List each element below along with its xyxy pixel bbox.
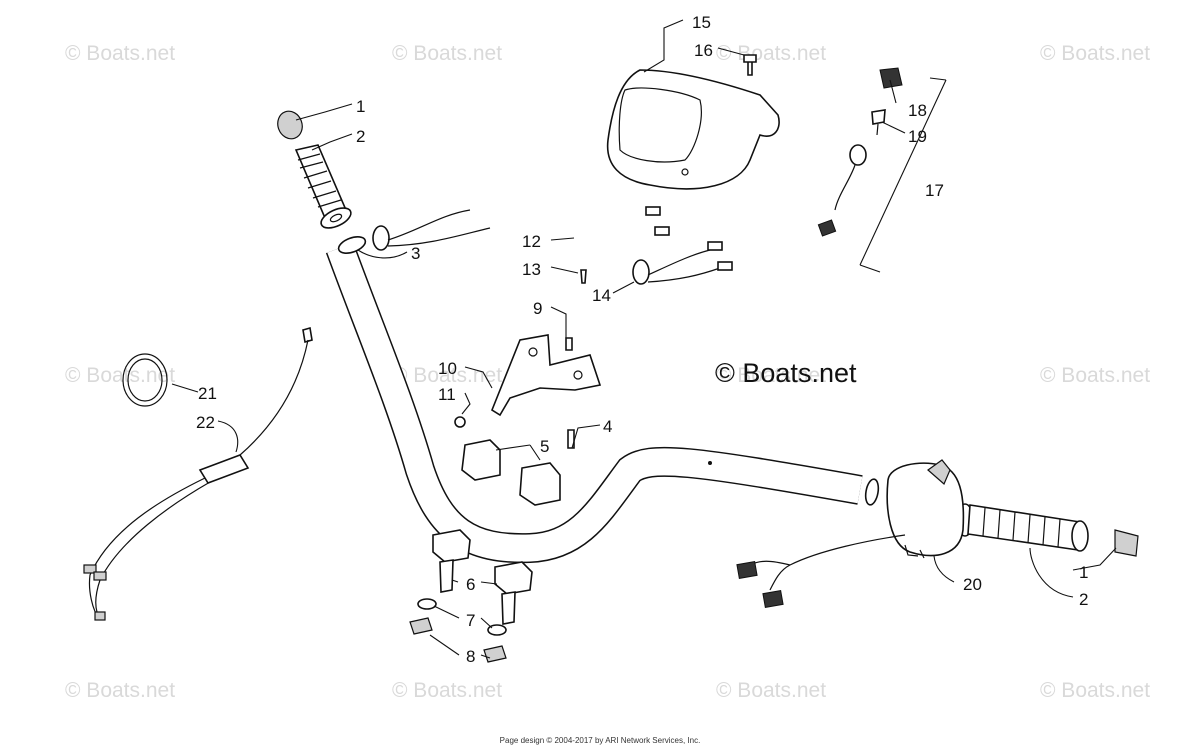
switch-left xyxy=(372,206,670,251)
left-grip xyxy=(277,110,352,229)
pin xyxy=(580,269,587,284)
throttle-cable xyxy=(83,326,313,621)
callout-2: 2 xyxy=(1079,590,1088,609)
callout-2: 2 xyxy=(356,127,365,146)
watermark: © Boats.net xyxy=(65,42,175,65)
callout-labels: 1 2 3 15 16 18 19 17 12 13 14 9 10 11 4 … xyxy=(196,13,1088,666)
handlebar-cover xyxy=(606,54,780,190)
callout-3: 3 xyxy=(411,244,420,263)
callout-5: 5 xyxy=(540,437,549,456)
callout-15: 15 xyxy=(692,13,711,32)
main-watermark: © Boats.net xyxy=(715,358,857,388)
switch-right xyxy=(632,241,733,285)
callout-1: 1 xyxy=(1079,563,1088,582)
watermark: © Boats.net xyxy=(392,42,502,65)
switch-housing xyxy=(736,459,965,609)
callout-6: 6 xyxy=(466,575,475,594)
right-grip xyxy=(956,503,1139,557)
callout-14: 14 xyxy=(592,286,611,305)
mount-bracket xyxy=(454,334,602,428)
callout-21: 21 xyxy=(198,384,217,403)
risers xyxy=(409,529,533,663)
handlebar xyxy=(325,236,880,564)
callout-13: 13 xyxy=(522,260,541,279)
watermark: © Boats.net xyxy=(716,42,826,65)
leader-lines xyxy=(171,19,1117,659)
key-switch xyxy=(817,67,903,237)
watermark: © Boats.net xyxy=(1040,42,1150,65)
callout-20: 20 xyxy=(963,575,982,594)
callout-1: 1 xyxy=(356,97,365,116)
callout-16: 16 xyxy=(694,41,713,60)
callout-7: 7 xyxy=(466,611,475,630)
cable-clip xyxy=(122,353,168,407)
callout-19: 19 xyxy=(908,127,927,146)
watermark: © Boats.net xyxy=(65,679,175,702)
watermark: © Boats.net xyxy=(716,364,826,387)
page-footer: Page design © 2004-2017 by ARI Network S… xyxy=(499,736,701,745)
callout-10: 10 xyxy=(438,359,457,378)
clamp-upper xyxy=(461,429,575,506)
callout-9: 9 xyxy=(533,299,542,318)
callout-4: 4 xyxy=(603,417,612,436)
watermark: © Boats.net xyxy=(65,364,175,387)
watermark: © Boats.net xyxy=(716,679,826,702)
callout-11: 11 xyxy=(438,385,456,404)
watermark: © Boats.net xyxy=(1040,679,1150,702)
callout-17: 17 xyxy=(925,181,944,200)
watermark: © Boats.net xyxy=(392,679,502,702)
watermark-layer: © Boats.net © Boats.net © Boats.net © Bo… xyxy=(65,42,1150,702)
callout-8: 8 xyxy=(466,647,475,666)
callout-22: 22 xyxy=(196,413,215,432)
callout-18: 18 xyxy=(908,101,927,120)
watermark: © Boats.net xyxy=(1040,364,1150,387)
callout-12: 12 xyxy=(522,232,541,251)
